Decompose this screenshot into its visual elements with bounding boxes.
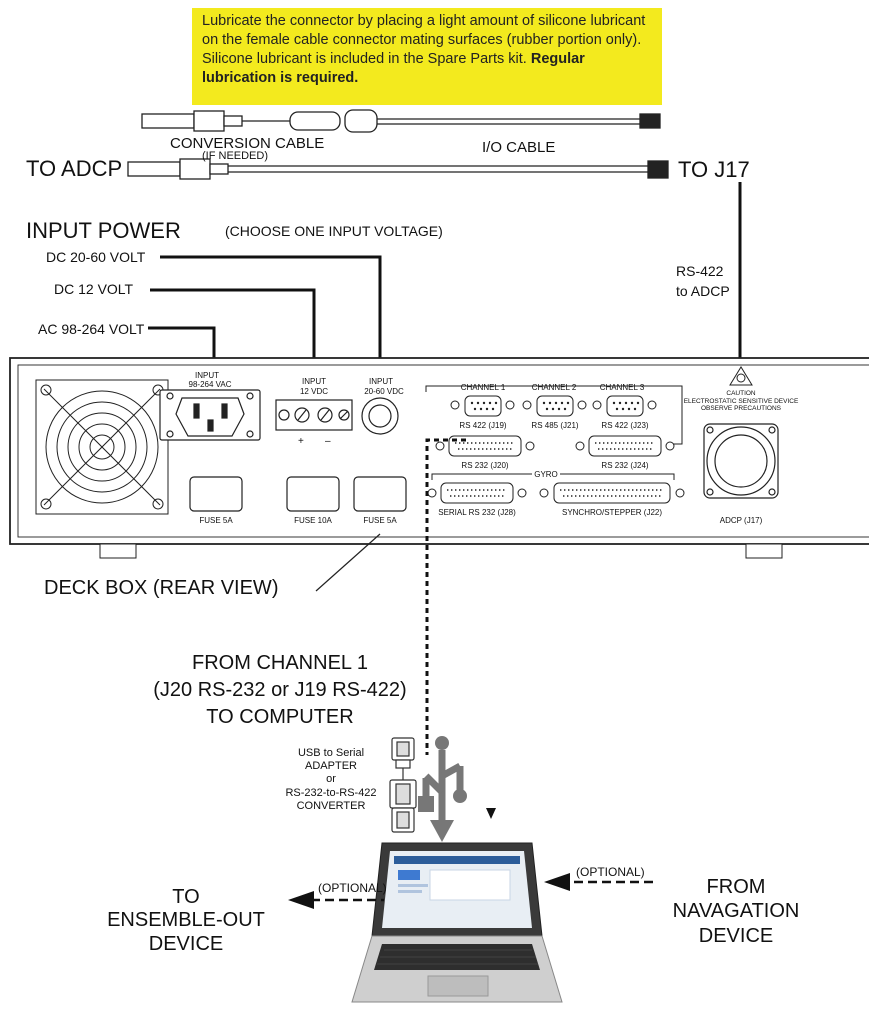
deck-box-pointer	[315, 533, 381, 592]
j28-label: SERIAL RS 232 (J28)	[438, 508, 516, 517]
adcp-plug-lower-icon	[127, 161, 181, 177]
ac-inlet-icon	[159, 389, 261, 441]
channel-1-label: CHANNEL 1	[461, 383, 506, 392]
fuse-10a-icon	[286, 476, 340, 512]
lubrication-note-text: Lubricate the connector by placing a lig…	[202, 13, 646, 67]
j23-label: RS 422 (J23)	[601, 421, 648, 430]
ac-label: AC 98-264 VOLT	[38, 321, 145, 337]
caution-label: CAUTION	[726, 390, 756, 397]
usb-serial-adapter-icon	[389, 737, 417, 833]
conversion-cable-label: CONVERSION CABLE	[170, 135, 324, 152]
db9-pins	[470, 401, 640, 411]
adapter-line-3: or	[326, 773, 336, 785]
j19-label: RS 422 (J19)	[459, 421, 506, 430]
dc-2060-connector-icon	[361, 397, 399, 435]
j24-label: RS 232 (J24)	[601, 461, 648, 470]
fuse-holders	[189, 476, 407, 512]
esd-caution-icon	[729, 366, 753, 386]
usb-icon	[418, 736, 467, 842]
ensemble-out-arrow-icon	[288, 891, 314, 909]
input-2060-label-1: INPUT	[369, 377, 393, 386]
input-2060-label-2: 20-60 VDC	[364, 387, 404, 396]
navigation-arrow-icon	[544, 873, 570, 891]
j20-dashed-lead	[425, 438, 466, 755]
db9-connectors	[450, 395, 657, 417]
rs422-label: RS-422	[676, 263, 724, 279]
fan-grille-icon	[35, 379, 169, 515]
fuse-10a-label: FUSE 10A	[294, 516, 332, 525]
adapter-line-4: RS-232-to-RS-422	[285, 787, 376, 799]
plus-label: +	[298, 436, 304, 447]
terminal-block-12vdc-icon	[275, 399, 353, 431]
adcp-plug-upper-icon	[141, 113, 195, 129]
laptop-marker-icon	[486, 808, 496, 819]
fuse-5a-left-label: FUSE 5A	[199, 516, 233, 525]
input-12-label-2: 12 VDC	[300, 387, 328, 396]
fuse-5a-right-label: FUSE 5A	[363, 516, 397, 525]
caution-line-3: OBSERVE PRECAUTIONS	[701, 405, 782, 412]
io-cable-label: I/O CABLE	[482, 139, 555, 156]
from-channel-line-1: FROM CHANNEL 1	[192, 652, 368, 674]
choose-voltage-label: (CHOOSE ONE INPUT VOLTAGE)	[225, 223, 443, 239]
foot-left	[99, 543, 137, 559]
input-ac-label-1: INPUT	[195, 371, 219, 380]
j21-label: RS 485 (J21)	[531, 421, 578, 430]
j22-connector-icon	[539, 482, 685, 504]
keyboard-keys	[377, 949, 538, 965]
j28-connector-icon	[427, 482, 527, 504]
adcp-j17-connector-icon	[703, 423, 779, 499]
input-power-title: INPUT POWER	[26, 218, 181, 243]
to-j17-label: TO J17	[678, 157, 750, 182]
channel-bracket	[425, 385, 683, 445]
laptop-icon	[351, 842, 563, 1003]
foot-right	[745, 543, 783, 559]
deck-box-label: DECK BOX (REAR VIEW)	[44, 577, 278, 599]
caution-line-2: ELECTROSTATIC SENSITIVE DEVICE	[684, 398, 799, 405]
minus-label: –	[325, 436, 331, 447]
to-ensemble-line-2: ENSEMBLE-OUT	[107, 909, 265, 931]
j23-connector-icon	[592, 395, 657, 417]
to-ensemble-line-1: TO	[172, 886, 199, 908]
j22-label: SYNCHRO/STEPPER (J22)	[562, 508, 662, 517]
adcp-j17-label: ADCP (J17)	[720, 516, 763, 525]
j20-label: RS 232 (J20)	[461, 461, 508, 470]
db25-pins	[447, 442, 664, 497]
adapter-line-5: CONVERTER	[297, 800, 366, 812]
io-plug-upper-icon	[639, 113, 661, 129]
input-12-label-1: INPUT	[302, 377, 326, 386]
if-needed-label: (IF NEEDED)	[202, 150, 268, 162]
to-adcp-small-label: to ADCP	[676, 283, 730, 299]
to-adcp-label: TO ADCP	[26, 156, 122, 181]
conversion-cable-plug-icon	[289, 111, 341, 131]
adapter-line-2: ADAPTER	[305, 760, 357, 772]
dc-20-60-label: DC 20-60 VOLT	[46, 249, 146, 265]
fuse-5a-left-icon	[189, 476, 243, 512]
input-ac-label-2: 98-264 VAC	[189, 380, 232, 389]
channel-2-label: CHANNEL 2	[532, 383, 577, 392]
j24-connector-icon	[575, 435, 675, 457]
j19-connector-icon	[450, 395, 515, 417]
io-plug-lower-icon	[647, 160, 669, 179]
adapter-line-1: USB to Serial	[298, 747, 364, 759]
optional-right-label: (OPTIONAL)	[576, 865, 645, 879]
j20-connector-icon	[435, 435, 535, 457]
from-channel-line-3: TO COMPUTER	[206, 706, 353, 728]
dc-12-label: DC 12 VOLT	[54, 281, 134, 297]
lubrication-note: Lubricate the connector by placing a lig…	[192, 8, 662, 105]
channel-3-label: CHANNEL 3	[600, 383, 645, 392]
power-leads	[148, 255, 382, 358]
from-nav-line-3: DEVICE	[699, 925, 773, 947]
fuse-5a-right-icon	[353, 476, 407, 512]
lubrication-note-bold: Regular lubrication is required.	[202, 51, 585, 86]
from-nav-line-1: FROM	[707, 876, 766, 898]
from-channel-line-2: (J20 RS-232 or J19 RS-422)	[153, 679, 406, 701]
db25-connectors	[427, 435, 685, 504]
j21-connector-icon	[522, 395, 587, 417]
optional-left-label: (OPTIONAL)	[318, 881, 387, 895]
to-ensemble-line-3: DEVICE	[149, 933, 223, 955]
from-nav-line-2: NAVAGATION	[673, 900, 800, 922]
gyro-label: GYRO	[534, 470, 558, 479]
cable-group	[127, 109, 669, 180]
